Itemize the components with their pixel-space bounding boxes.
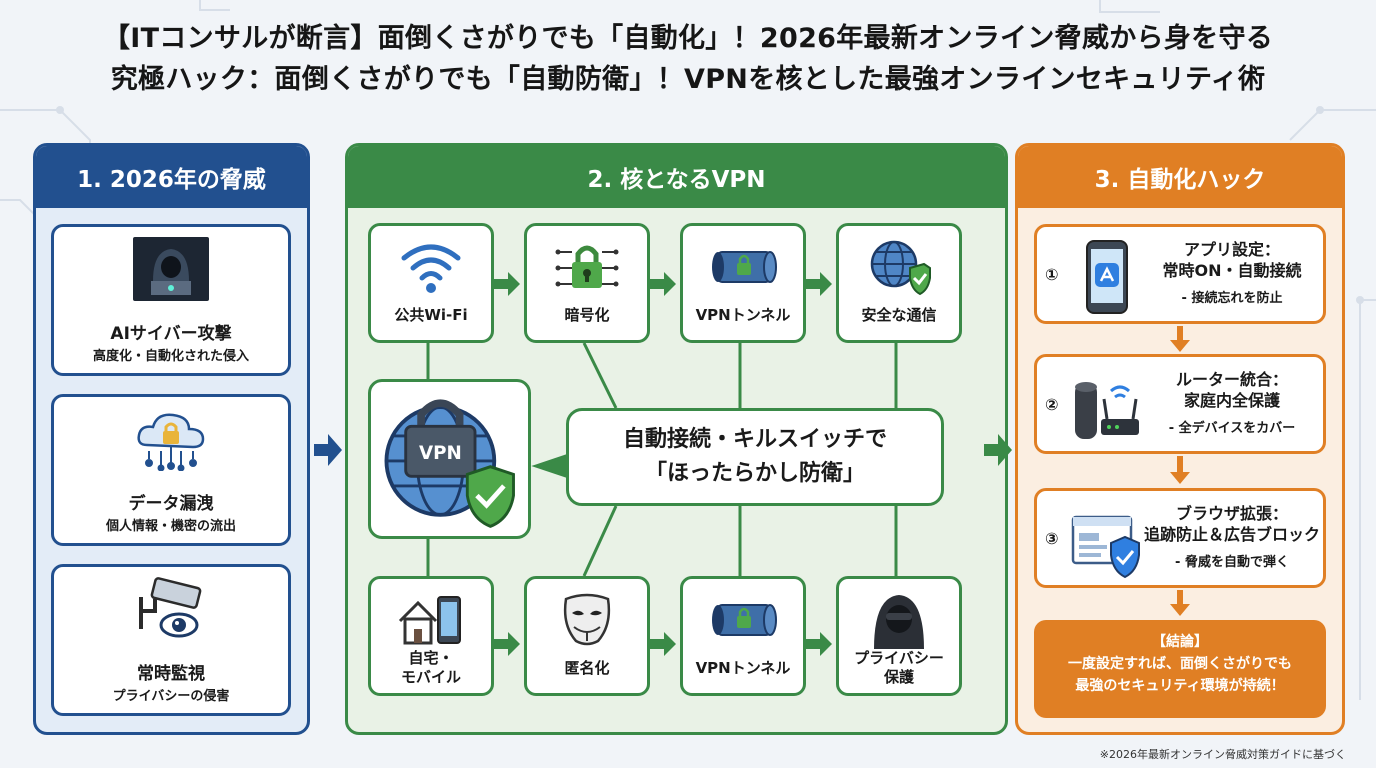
vpn-step-label-line: モバイル [400, 668, 461, 686]
vpn-connectors [426, 272, 898, 656]
title-line-2: 究極ハック：面倒くさがりでも「自動防衛」！VPNを核とした最強オンラインセキュリ… [110, 64, 1266, 95]
automation-title: アプリ設定： 常時ON・自動接続 [1137, 239, 1327, 281]
vpn-step-label: 暗号化 [564, 306, 610, 324]
globe-shield-icon [870, 240, 931, 296]
threat-title: 常時監視 [137, 664, 205, 684]
vpn-step-tunnel-bottom: VPNトンネル [680, 576, 806, 696]
conclusion-line-2: 最強のセキュリティ環境が持続！ [1075, 678, 1285, 694]
automation-title-line: アプリ設定： [1183, 240, 1280, 259]
threat-card-surveillance: 常時監視 プライバシーの侵害 [51, 564, 291, 716]
padlock-circuit-icon [555, 245, 619, 288]
arrow-threats-to-vpn [314, 434, 342, 466]
vpn-step-secure-comm: 安全な通信 [836, 223, 962, 343]
camera-eye-icon [139, 577, 202, 638]
smartphone-app-icon [1086, 240, 1128, 314]
automation-card-browser: ③ ブラウザ拡張： 追跡防止＆広告ブロック - 脅威を自動で弾く [1034, 488, 1326, 588]
vpn-step-privacy: プライバシー 保護 [836, 576, 962, 696]
step-number: ③ [1045, 529, 1059, 548]
vpn-step-label: VPNトンネル [695, 306, 791, 324]
vpn-step-label: 自宅・ モバイル [371, 649, 491, 687]
automation-title: ブラウザ拡張： 追跡防止＆広告ブロック [1137, 503, 1327, 545]
automation-heading: 3. 自動化ハック [1018, 146, 1342, 208]
threat-title: AIサイバー攻撃 [110, 324, 232, 344]
tunnel-pipe-icon [712, 251, 777, 283]
callout-line-2: 「ほったらかし防衛」 [644, 461, 865, 486]
anonymous-mask-icon [563, 593, 611, 646]
vpn-step-tunnel-top: VPNトンネル [680, 223, 806, 343]
step-number: ① [1045, 265, 1059, 284]
automation-note: - 接続忘れを防止 [1181, 291, 1283, 306]
conclusion-box: 【結論】 一度設定すれば、面倒くさがりでも 最強のセキュリティ環境が持続！ [1034, 620, 1326, 718]
threat-desc: 高度化・自動化された侵入 [92, 349, 249, 364]
automation-card-app: ① アプリ設定： 常時ON・自動接続 - 接続忘れを防止 [1034, 224, 1326, 324]
automation-note: - 脅威を自動で弾く [1175, 555, 1289, 570]
vpn-core-card: VPN [368, 379, 531, 539]
vpn-step-label: 公共Wi-Fi [394, 306, 468, 324]
automation-title-line: ルーター統合： [1175, 370, 1288, 389]
conclusion-head: 【結論】 [1152, 634, 1208, 650]
automation-title-line: 常時ON・自動接続 [1162, 261, 1302, 280]
automation-panel: 3. 自動化ハック ① アプリ設定： 常時ON・自動接続 - 接続忘れを防止 ②… [1015, 143, 1345, 735]
vpn-step-anonymization: 匿名化 [524, 576, 650, 696]
router-speaker-icon [1075, 382, 1139, 439]
threat-desc: 個人情報・機密の流出 [105, 519, 236, 534]
automation-down-arrows [1170, 326, 1190, 616]
arrow-vpn-to-automation [984, 434, 1012, 466]
automation-title-line: 追跡防止＆広告ブロック [1143, 525, 1320, 544]
automation-title: ルーター統合： 家庭内全保護 [1137, 369, 1327, 411]
vpn-heading: 2. 核となるVPN [348, 146, 1005, 208]
automation-title-line: 家庭内全保護 [1183, 391, 1280, 410]
vpn-step-encryption: 暗号化 [524, 223, 650, 343]
vpn-step-public-wifi: 公共Wi-Fi [368, 223, 494, 343]
step-number: ② [1045, 395, 1059, 414]
threats-heading: 1. 2026年の脅威 [36, 146, 307, 208]
wifi-icon [401, 244, 461, 293]
footnote: ※2026年最新オンライン脅威対策ガイドに基づく [1099, 748, 1346, 761]
conclusion-line-1: 一度設定すれば、面倒くさがりでも [1068, 656, 1292, 672]
vpn-badge-text: VPN [419, 443, 462, 464]
browser-shield-icon [1071, 515, 1140, 579]
vpn-step-label: 匿名化 [564, 659, 610, 677]
page-title: 【ITコンサルが断言】面倒くさがりでも「自動化」！2026年最新オンライン脅威か… [0, 18, 1376, 100]
tunnel-pipe-icon [712, 604, 777, 636]
automation-title-line: ブラウザ拡張： [1175, 504, 1288, 523]
hacker-laptop-icon [133, 237, 209, 301]
vpn-step-label-line: 保護 [883, 668, 914, 686]
auto-defense-callout: 自動接続・キルスイッチで 「ほったらかし防衛」 [566, 408, 944, 506]
threat-card-ai-attack: AIサイバー攻撃 高度化・自動化された侵入 [51, 224, 291, 376]
cloud-lock-icon [137, 413, 205, 471]
threats-panel: 1. 2026年の脅威 AIサイバー攻撃 高度化・自動化された侵入 データ漏洩 [33, 143, 310, 735]
vpn-step-label: VPNトンネル [695, 659, 791, 677]
house-phone-icon [398, 596, 461, 645]
vpn-step-label-line: プライバシー [854, 649, 944, 667]
callout-line-1: 自動接続・キルスイッチで [622, 427, 887, 452]
vpn-step-label: プライバシー 保護 [839, 649, 959, 687]
vpn-step-label-line: 自宅・ [408, 649, 454, 667]
vpn-panel: 2. 核となるVPN 公共Wi-Fi [345, 143, 1008, 735]
threat-desc: プライバシーの侵害 [112, 689, 230, 704]
automation-card-router: ② ルーター統合： 家庭内全保護 - 全デバイスをカバー [1034, 354, 1326, 454]
vpn-step-home-mobile: 自宅・ モバイル [368, 576, 494, 696]
vpn-globe-shield-icon: VPN [384, 399, 515, 528]
automation-note: - 全デバイスをカバー [1168, 421, 1296, 436]
vpn-step-label: 安全な通信 [861, 306, 937, 324]
threat-title: データ漏洩 [128, 494, 214, 514]
threat-card-data-leak: データ漏洩 個人情報・機密の流出 [51, 394, 291, 546]
title-line-1: 【ITコンサルが断言】面倒くさがりでも「自動化」！2026年最新オンライン脅威か… [102, 23, 1274, 54]
hooded-figure-icon [874, 595, 924, 649]
